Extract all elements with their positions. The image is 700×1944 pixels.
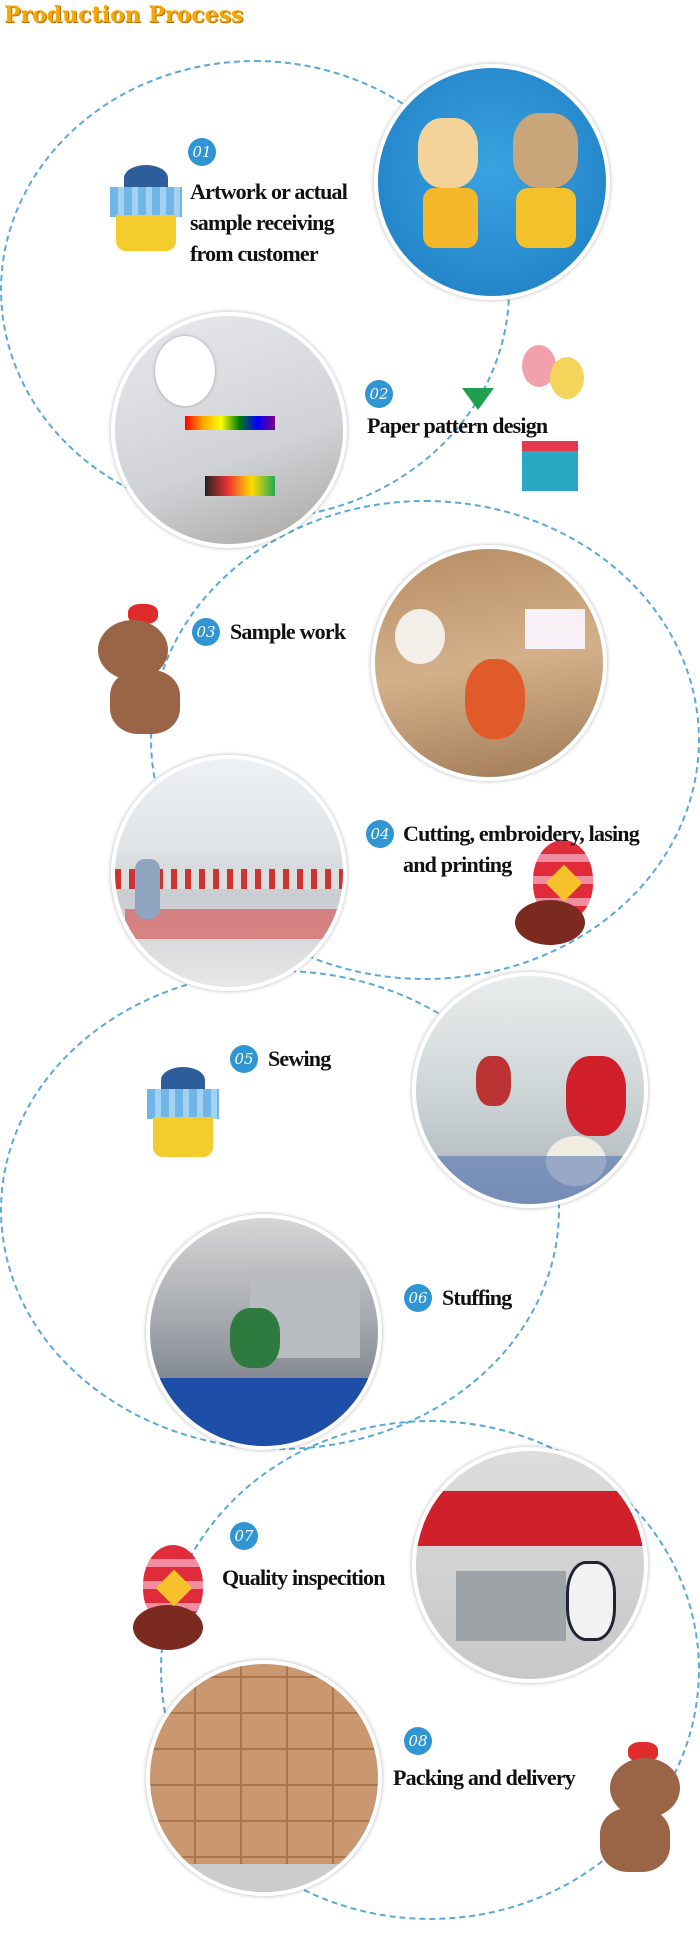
teddy-bear-icon <box>590 1738 690 1878</box>
step-02-label: Paper pattern design <box>367 413 548 438</box>
photo-embroidery-machines <box>111 755 347 991</box>
step-06-label: Stuffing <box>442 1285 512 1310</box>
step-02-badge: 02 <box>365 380 393 408</box>
photo-paper-pattern <box>111 312 347 548</box>
gift-box-icon <box>143 1067 223 1162</box>
page-title: Production Process <box>4 2 244 28</box>
gem-icon <box>462 388 494 410</box>
heart-egg-icon <box>515 840 595 945</box>
step-08-label: Packing and delivery <box>393 1765 576 1790</box>
step-04-badge: 04 <box>366 820 394 848</box>
heart-egg-icon <box>133 1545 213 1650</box>
step-06-badge: 06 <box>404 1284 432 1312</box>
step-03-badge: 03 <box>192 618 220 646</box>
step-08-badge: 08 <box>404 1727 432 1755</box>
photo-artwork-cartoon-cows <box>374 64 610 300</box>
photo-packing-boxes <box>146 1660 382 1896</box>
teddy-bear-icon <box>90 600 190 740</box>
step-07-badge: 07 <box>230 1522 258 1550</box>
step-04-label: Cutting, embroidery, lasing and printing <box>403 818 640 880</box>
photo-stuffing <box>146 1214 382 1450</box>
banner <box>416 1491 644 1546</box>
step-05-label: Sewing <box>268 1046 331 1071</box>
photo-quality-inspection <box>412 1447 648 1683</box>
photo-sample-work <box>371 545 607 781</box>
balloons-gift-icon <box>520 345 590 495</box>
label-line: Artwork or actual <box>190 179 348 204</box>
label-line: Cutting, embroidery, lasing <box>403 821 640 846</box>
gift-box-icon <box>106 165 186 255</box>
step-05-badge: 05 <box>230 1045 258 1073</box>
step-01-label: Artwork or actual sample receiving from … <box>190 176 348 269</box>
step-03-label: Sample work <box>230 619 346 644</box>
photo-sewing <box>412 972 648 1208</box>
label-line: and printing <box>403 852 512 877</box>
dashed-ring <box>150 500 700 980</box>
label-line: from customer <box>190 241 319 266</box>
step-07-label: Quality inspecition <box>222 1565 385 1590</box>
step-01-badge: 01 <box>188 138 216 166</box>
label-line: sample receiving <box>190 210 335 235</box>
